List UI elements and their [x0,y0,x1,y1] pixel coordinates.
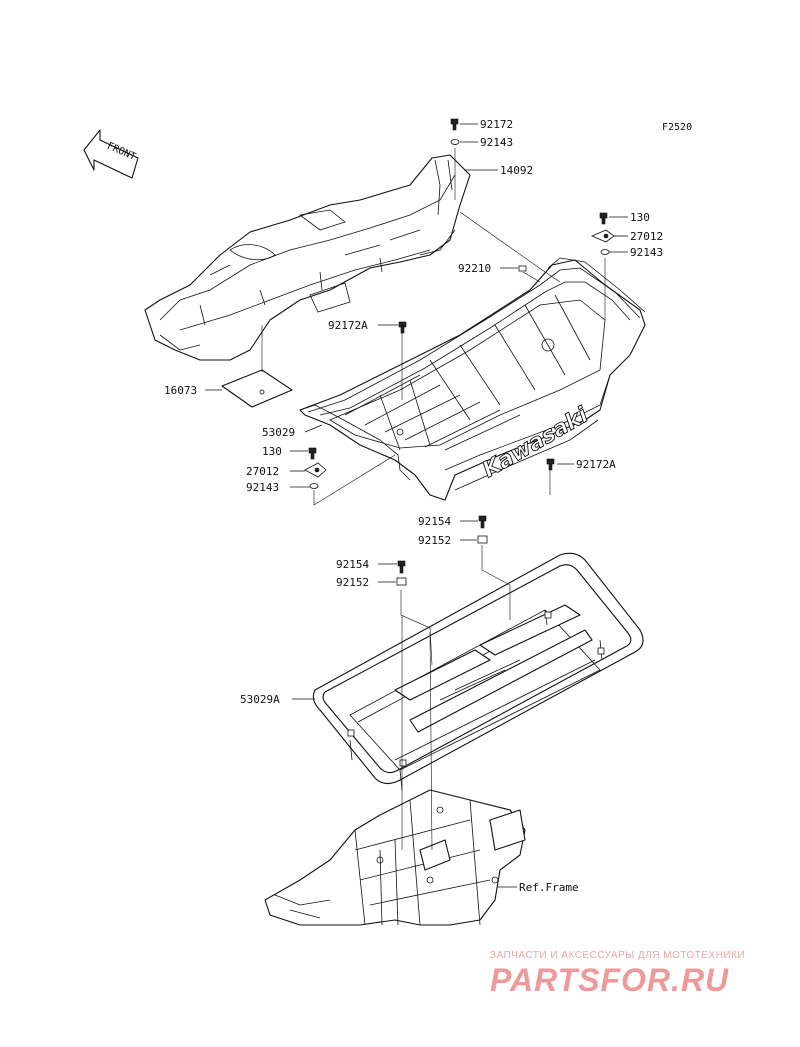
label-130-left: 130 [262,445,282,458]
part-labels: 92172 92143 14092 130 27012 92143 92210 … [164,118,663,894]
figure-code: F2520 [662,122,692,133]
cover-14092-drawing [144,154,471,361]
label-53029: 53029 [262,426,295,439]
label-92152-left: 92152 [336,576,369,589]
label-92154-right: 92154 [418,515,451,528]
label-92143-top: 92143 [480,136,513,149]
label-92143-left: 92143 [246,481,279,494]
label-92172A-left: 92172A [328,319,368,332]
pad-16073-drawing [221,369,293,408]
rack-53029A-drawing [312,552,644,791]
label-92152-right: 92152 [418,534,451,547]
watermark-tagline: ЗАПЧАСТИ И АКСЕССУАРЫ ДЛЯ МОТОТЕХНИКИ [490,950,746,961]
label-16073: 16073 [164,384,197,397]
label-92154-left: 92154 [336,558,369,571]
vehicle-frame-drawing [264,789,526,926]
leader-lines [205,123,628,888]
front-arrow-icon: FRONT [83,129,139,179]
watermark-logo: PARTSFOR.RU [490,962,730,998]
label-27012-left: 27012 [246,465,279,478]
label-53029A: 53029A [240,693,280,706]
assembly-guide-lines [261,148,606,851]
label-92172-top: 92172 [480,118,513,131]
fasteners [304,118,615,586]
label-130-right: 130 [630,211,650,224]
label-ref-frame: Ref.Frame [519,881,579,894]
label-92172A-right: 92172A [576,458,616,471]
label-27012-right: 27012 [630,230,663,243]
label-92143-right: 92143 [630,246,663,259]
label-92210: 92210 [458,262,491,275]
label-14092: 14092 [500,164,533,177]
